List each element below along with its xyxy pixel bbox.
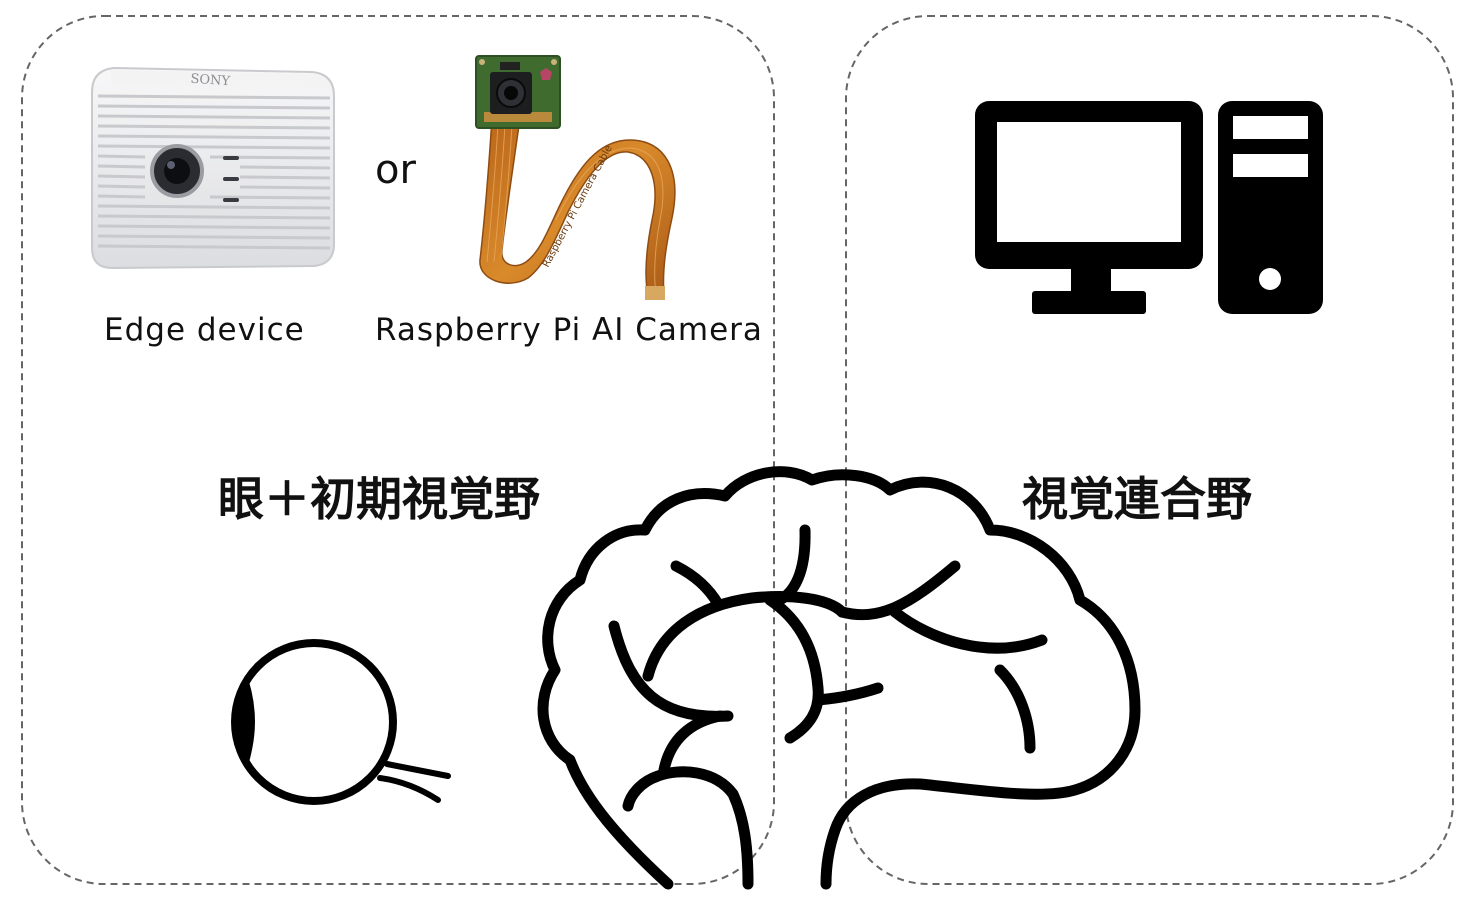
left-panel-title: 眼＋初期視覚野 [218, 472, 540, 526]
edge-device-label: Edge device [104, 312, 305, 348]
brain-icon [537, 466, 1141, 890]
eyeball-icon [231, 639, 451, 805]
right-panel-title: 視覚連合野 [1022, 472, 1252, 526]
left-panel [21, 15, 775, 885]
desktop-computer-icon [975, 101, 1323, 314]
raspberry-pi-camera-icon: Raspberry Pi Camera Cable [475, 55, 676, 300]
or-label: or [375, 147, 416, 193]
camera-cable-text: Raspberry Pi Camera Cable [541, 144, 615, 270]
edge-device-brand: SONY [190, 72, 231, 90]
right-panel [845, 15, 1454, 885]
edge-camera-icon: SONY [91, 66, 335, 270]
raspberry-pi-camera-label: Raspberry Pi AI Camera [375, 312, 763, 348]
